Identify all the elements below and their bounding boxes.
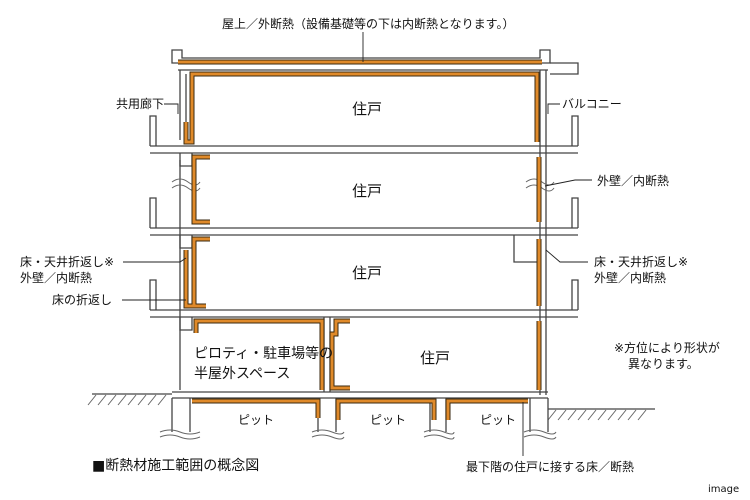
unit-label-1: 住戸 xyxy=(352,100,382,118)
building-structure xyxy=(149,49,579,440)
note-label-2: 異なります。 xyxy=(628,357,699,371)
piloti-label-1: ピロティ・駐車場等の xyxy=(194,345,333,362)
balcony-label: バルコニー xyxy=(562,97,622,111)
fold-right-label-1: 床・天井折返し※ xyxy=(594,254,688,269)
wall-right-label: 外壁／内断熱 xyxy=(597,173,669,188)
unit-label-2: 住戸 xyxy=(352,182,382,200)
fold-left-label-2: 外壁／内断熱 xyxy=(20,270,92,285)
fold-left-label-1: 床・天井折返し※ xyxy=(20,254,114,269)
insulation xyxy=(178,59,542,420)
pit-label-2: ピット xyxy=(370,413,406,427)
pit-label-1: ピット xyxy=(238,413,274,427)
piloti-label-2: 半屋外スペース xyxy=(194,366,290,382)
unit-label-4: 住戸 xyxy=(420,349,450,367)
leader-lines xyxy=(122,32,592,456)
note-label-1: ※方位により形状が xyxy=(614,340,720,355)
watermark: image xyxy=(708,484,739,495)
ground xyxy=(87,393,655,421)
fold-right-label-2: 外壁／内断熱 xyxy=(594,270,666,285)
corridor-label: 共用廊下 xyxy=(116,96,164,111)
floor-fold-label: 床の折返し xyxy=(52,292,112,307)
roof-label: 屋上／外断熱（設備基礎等の下は内断熱となります。） xyxy=(222,16,514,31)
diagram-caption: ■断熱材施工範囲の概念図 xyxy=(92,457,259,474)
unit-label-3: 住戸 xyxy=(352,264,382,282)
bottom-floor-label: 最下階の住戸に接する床／断熱 xyxy=(466,459,634,474)
pit-label-3: ピット xyxy=(480,413,516,427)
